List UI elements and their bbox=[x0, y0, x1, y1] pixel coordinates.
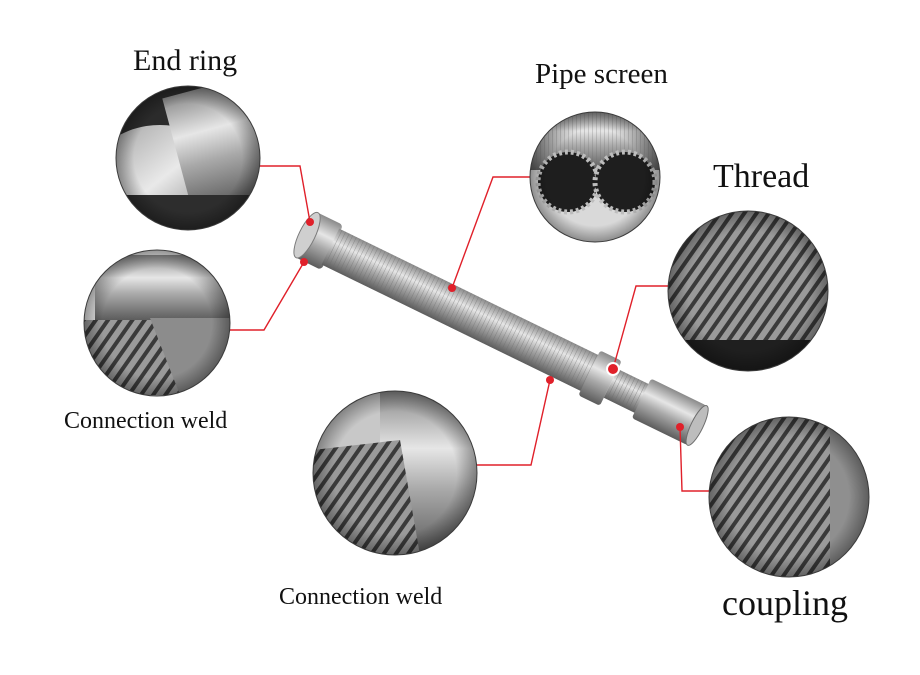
label-connection-weld-left: Connection weld bbox=[64, 408, 228, 434]
zoom-circle-end-ring bbox=[115, 85, 261, 231]
callout-line-pipe-screen bbox=[451, 176, 530, 289]
callout-dot-weld-bottom bbox=[546, 376, 554, 384]
end-ring-part bbox=[295, 213, 342, 269]
callout-dot-end-ring bbox=[306, 218, 314, 226]
label-pipe-screen: Pipe screen bbox=[535, 58, 668, 90]
zoom-circle-weld-bottom bbox=[312, 390, 478, 556]
label-coupling: coupling bbox=[722, 583, 848, 623]
callout-dot-thread bbox=[606, 362, 620, 376]
coupling-part bbox=[632, 379, 706, 445]
callout-lines bbox=[230, 165, 710, 492]
zoom-circle-pipe-screen bbox=[529, 111, 661, 243]
callout-line-weld-left bbox=[230, 261, 305, 331]
callout-line-weld-bottom bbox=[477, 379, 551, 466]
callout-dot-weld-left bbox=[300, 258, 308, 266]
zoom-circle-weld-left bbox=[83, 249, 231, 397]
pipe-assembly bbox=[293, 211, 709, 446]
callout-dot-coupling bbox=[676, 423, 684, 431]
callout-line-thread bbox=[612, 285, 668, 370]
label-thread: Thread bbox=[713, 158, 810, 195]
callout-dots bbox=[300, 218, 684, 431]
zoom-circle-thread bbox=[667, 210, 829, 372]
callout-line-end-ring bbox=[258, 165, 311, 223]
zoom-circle-coupling bbox=[708, 416, 870, 578]
callout-line-coupling bbox=[679, 426, 710, 492]
callout-dot-pipe-screen bbox=[448, 284, 456, 292]
label-connection-weld-bottom: Connection weld bbox=[279, 584, 443, 610]
label-end-ring: End ring bbox=[133, 44, 238, 77]
